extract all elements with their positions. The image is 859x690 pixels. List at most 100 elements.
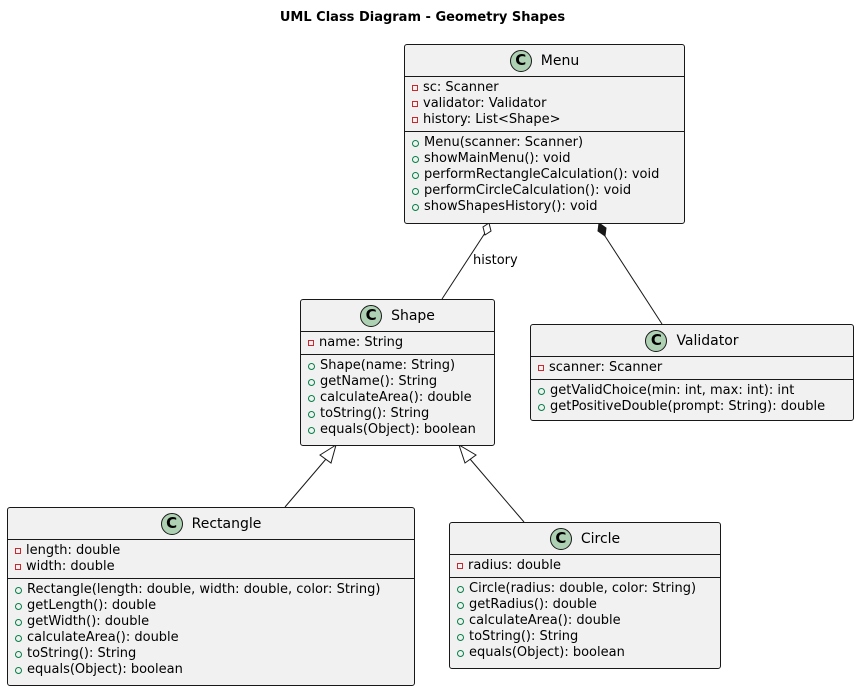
class-name: Shape bbox=[391, 307, 435, 324]
public-visibility-icon bbox=[412, 155, 419, 163]
public-visibility-icon bbox=[308, 394, 315, 402]
public-visibility-icon bbox=[538, 403, 545, 411]
private-visibility-icon bbox=[538, 365, 544, 371]
attribute-row: length: double bbox=[8, 543, 414, 559]
public-visibility-icon bbox=[308, 410, 315, 418]
attribute-text: validator: Validator bbox=[423, 96, 547, 111]
method-row: toString(): String bbox=[301, 406, 494, 422]
class-menu[interactable]: C Menu sc: Scanner validator: Validator … bbox=[404, 44, 685, 224]
public-visibility-icon bbox=[15, 586, 22, 594]
attribute-text: scanner: Scanner bbox=[549, 360, 663, 375]
method-text: performCircleCalculation(): void bbox=[424, 183, 632, 198]
method-row: getName(): String bbox=[301, 374, 494, 390]
attribute-text: sc: Scanner bbox=[423, 80, 499, 95]
public-visibility-icon bbox=[15, 650, 22, 658]
method-row: equals(Object): boolean bbox=[450, 645, 720, 661]
private-visibility-icon bbox=[412, 85, 418, 91]
method-text: getPositiveDouble(prompt: String): doubl… bbox=[550, 399, 826, 414]
inheritance-rectangle-shape bbox=[284, 458, 327, 508]
public-visibility-icon bbox=[308, 378, 315, 386]
method-text: showMainMenu(): void bbox=[424, 151, 571, 166]
method-text: toString(): String bbox=[469, 629, 579, 644]
method-row: equals(Object): boolean bbox=[8, 662, 414, 678]
method-row: getRadius(): double bbox=[450, 597, 720, 613]
inheritance-circle-shape bbox=[469, 458, 525, 523]
diagram-title: UML Class Diagram - Geometry Shapes bbox=[279, 10, 566, 25]
attribute-text: width: double bbox=[26, 559, 115, 574]
attribute-row: radius: double bbox=[450, 558, 720, 574]
methods-section: getValidChoice(min: int, max: int): int … bbox=[531, 380, 853, 418]
public-visibility-icon bbox=[412, 139, 419, 147]
method-text: Shape(name: String) bbox=[320, 358, 456, 373]
attributes-section: name: String bbox=[301, 332, 494, 355]
composition-diamond bbox=[597, 222, 607, 237]
attribute-row: sc: Scanner bbox=[405, 80, 684, 96]
method-text: getName(): String bbox=[320, 374, 438, 389]
aggregation-menu-shape bbox=[441, 232, 486, 300]
attribute-row: width: double bbox=[8, 559, 414, 575]
attributes-section: radius: double bbox=[450, 555, 720, 578]
method-row: calculateArea(): double bbox=[8, 630, 414, 646]
private-visibility-icon bbox=[15, 548, 21, 554]
class-rectangle[interactable]: C Rectangle length: double width: double… bbox=[7, 507, 415, 686]
method-row: toString(): String bbox=[8, 646, 414, 662]
public-visibility-icon bbox=[308, 362, 315, 370]
method-text: showShapesHistory(): void bbox=[424, 199, 598, 214]
method-row: performCircleCalculation(): void bbox=[405, 183, 684, 199]
class-header: C Menu bbox=[405, 45, 684, 77]
methods-section: Circle(radius: double, color: String) ge… bbox=[450, 578, 720, 664]
public-visibility-icon bbox=[15, 666, 22, 674]
relation-label-history: history bbox=[473, 253, 518, 268]
method-row: performRectangleCalculation(): void bbox=[405, 167, 684, 183]
attributes-section: sc: Scanner validator: Validator history… bbox=[405, 77, 684, 132]
class-header: C Shape bbox=[301, 300, 494, 332]
class-header: C Circle bbox=[450, 523, 720, 555]
inheritance-arrow-circle bbox=[458, 443, 477, 464]
public-visibility-icon bbox=[412, 187, 419, 195]
attribute-row: validator: Validator bbox=[405, 96, 684, 112]
method-text: Menu(scanner: Scanner) bbox=[424, 135, 584, 150]
method-text: Circle(radius: double, color: String) bbox=[469, 581, 697, 596]
class-icon: C bbox=[645, 329, 668, 352]
class-circle[interactable]: C Circle radius: double Circle(radius: d… bbox=[449, 522, 721, 669]
public-visibility-icon bbox=[457, 649, 464, 657]
method-text: equals(Object): boolean bbox=[469, 645, 625, 660]
class-validator[interactable]: C Validator scanner: Scanner getValidCho… bbox=[530, 324, 854, 421]
private-visibility-icon bbox=[412, 101, 418, 107]
attributes-section: length: double width: double bbox=[8, 540, 414, 579]
public-visibility-icon bbox=[457, 601, 464, 609]
class-icon: C bbox=[360, 304, 383, 327]
method-text: getLength(): double bbox=[27, 598, 157, 613]
public-visibility-icon bbox=[538, 387, 545, 395]
method-row: Menu(scanner: Scanner) bbox=[405, 135, 684, 151]
public-visibility-icon bbox=[412, 203, 419, 211]
method-text: equals(Object): boolean bbox=[27, 662, 183, 677]
method-text: getWidth(): double bbox=[27, 614, 150, 629]
class-header: C Validator bbox=[531, 325, 853, 357]
aggregation-diamond bbox=[482, 222, 492, 236]
attribute-text: length: double bbox=[26, 543, 121, 558]
private-visibility-icon bbox=[412, 117, 418, 123]
class-name: Circle bbox=[580, 530, 621, 547]
method-row: getLength(): double bbox=[8, 598, 414, 614]
attribute-text: radius: double bbox=[468, 558, 562, 573]
methods-section: Menu(scanner: Scanner) showMainMenu(): v… bbox=[405, 132, 684, 218]
class-name: Validator bbox=[676, 332, 739, 349]
attribute-row: history: List<Shape> bbox=[405, 112, 684, 128]
inheritance-arrow-rectangle bbox=[319, 443, 337, 464]
attribute-row: scanner: Scanner bbox=[531, 360, 853, 376]
method-row: calculateArea(): double bbox=[450, 613, 720, 629]
public-visibility-icon bbox=[15, 618, 22, 626]
methods-section: Shape(name: String) getName(): String ca… bbox=[301, 355, 494, 441]
class-shape[interactable]: C Shape name: String Shape(name: String)… bbox=[300, 299, 495, 446]
method-row: showShapesHistory(): void bbox=[405, 199, 684, 215]
method-row: equals(Object): boolean bbox=[301, 422, 494, 438]
private-visibility-icon bbox=[308, 340, 314, 346]
method-row: Shape(name: String) bbox=[301, 358, 494, 374]
method-text: equals(Object): boolean bbox=[320, 422, 476, 437]
private-visibility-icon bbox=[457, 563, 463, 569]
private-visibility-icon bbox=[15, 564, 21, 570]
method-text: calculateArea(): double bbox=[320, 390, 472, 405]
method-text: toString(): String bbox=[27, 646, 137, 661]
